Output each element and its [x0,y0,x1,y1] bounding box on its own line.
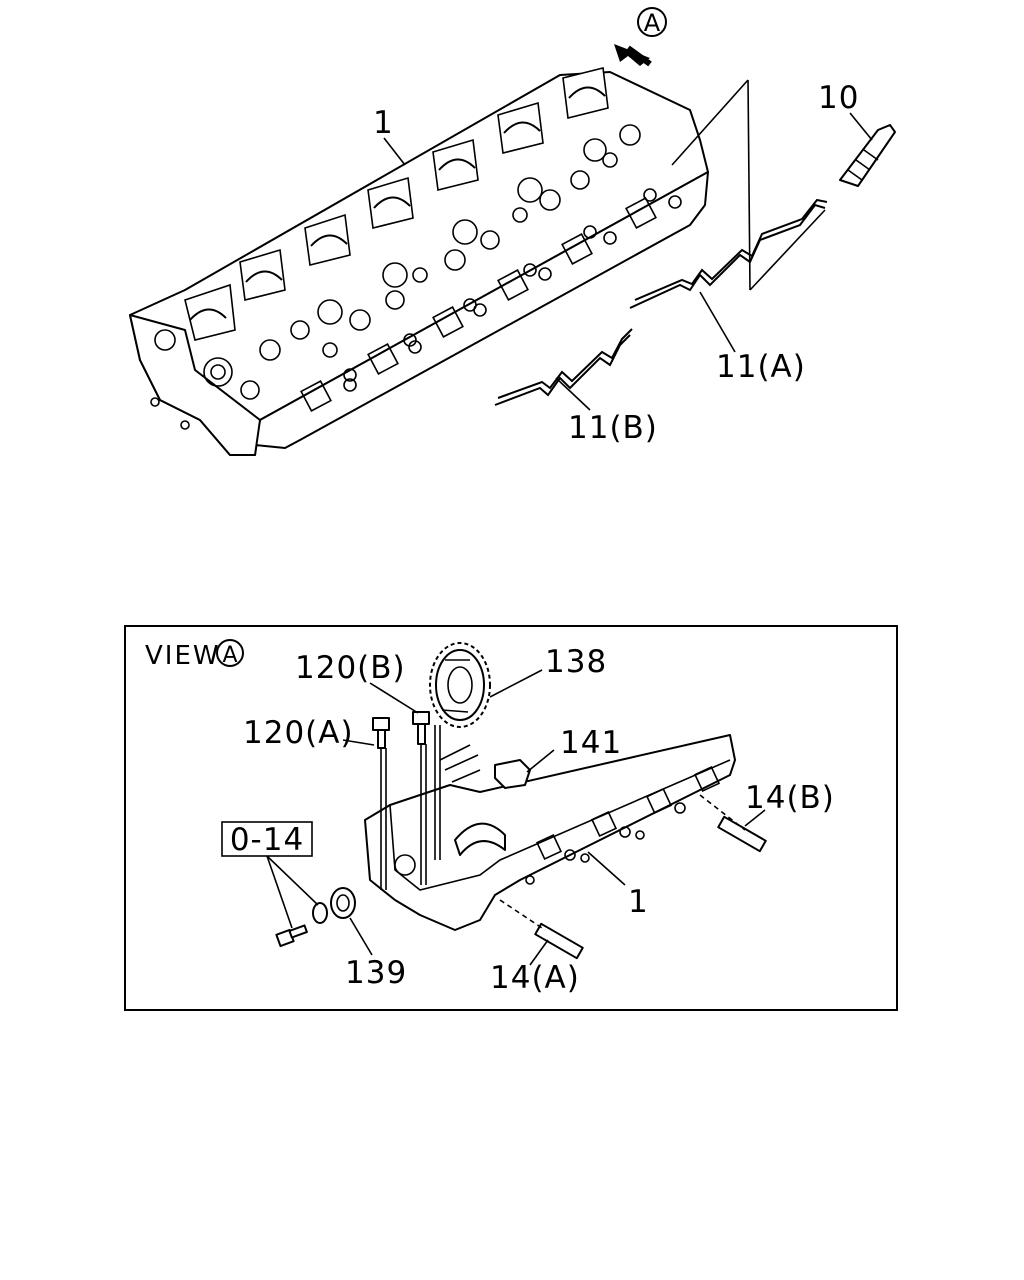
detail-view-marker-letter: A [222,643,237,668]
detail-bushing [330,887,356,919]
label-detail-cylinder-head: 1 [628,884,649,920]
label-stud-a: 14(A) [490,960,580,996]
glow-plug-illustration [839,124,896,187]
glow-lead-b-illustration [494,328,633,406]
detail-gear [429,642,491,728]
label-stud-b: 14(B) [745,780,835,816]
detail-stud-a [534,922,584,960]
upper-illustration: A [129,7,896,456]
label-glow-lead-a: 11(A) [716,349,806,385]
label-bolt-a: 120(A) [243,715,354,751]
detail-washer [312,902,328,924]
label-cylinder-head: 1 [373,105,394,141]
detail-bolt-b [412,711,430,745]
label-bolt-b: 120(B) [295,650,406,686]
label-kit-ref: 0-14 [230,822,304,858]
kit-reference-box: 0-14 [221,821,313,858]
upper-leader-lines [383,79,873,411]
view-a-marker-letter: A [644,9,661,37]
view-a-marker: A [637,7,667,37]
detail-view-marker: A [216,639,244,668]
detail-view-panel: VIEW A [124,625,898,1011]
label-glow-lead-b: 11(B) [568,410,658,446]
cylinder-head-illustration [129,67,709,456]
detail-stud-b [717,815,767,853]
glow-lead-a-illustration [629,198,828,309]
label-key: 141 [560,725,622,761]
bolt-phantom-lines [380,725,441,890]
label-glow-plug: 10 [818,80,859,116]
detail-bolt-a [372,717,390,749]
view-direction-arrow [614,44,652,67]
detail-view-title: VIEW [145,641,221,671]
detail-cylinder-head [364,734,736,931]
label-bushing: 139 [345,955,407,991]
detail-small-bolt [275,924,308,948]
detail-key [494,759,531,789]
detail-leader-lines [266,669,766,966]
label-gear: 138 [545,644,607,680]
